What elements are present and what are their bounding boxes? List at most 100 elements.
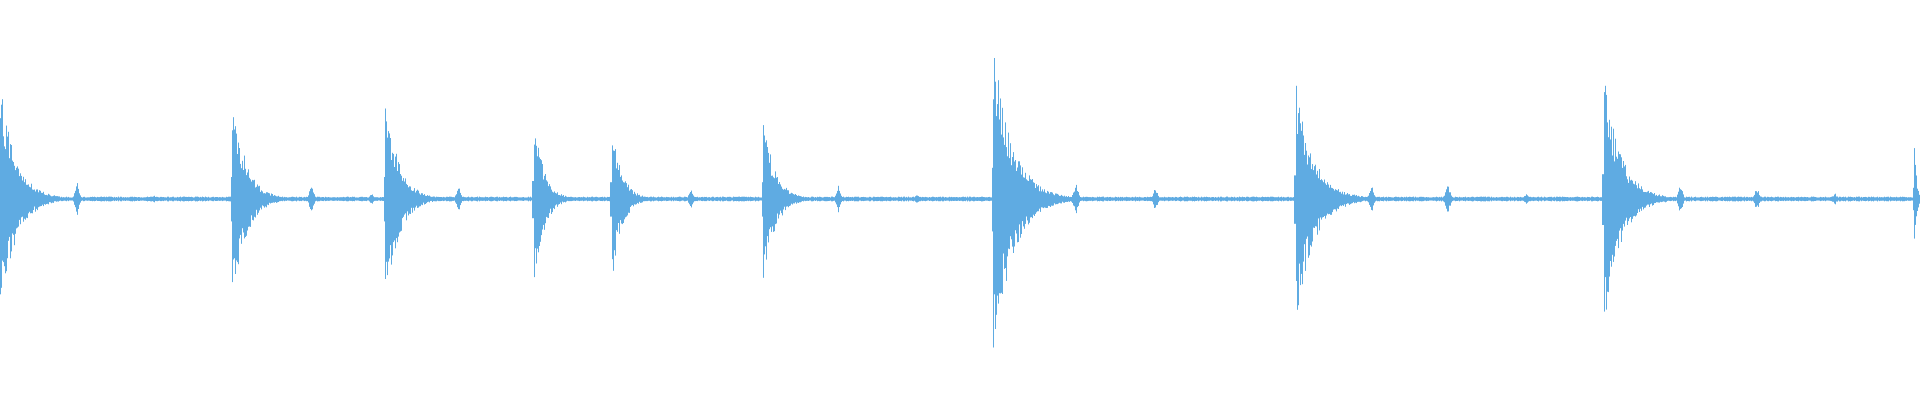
waveform-column [1261,197,1262,201]
waveform-column [1372,187,1373,211]
waveform-column [129,197,130,201]
waveform-column [654,197,655,201]
waveform-column [1055,193,1056,205]
waveform-column [126,197,127,201]
waveform-column [1094,197,1095,201]
waveform-column [1375,196,1376,202]
waveform-column [867,197,868,201]
waveform-column [591,196,592,202]
waveform-column [369,196,370,202]
waveform-column [1350,195,1351,205]
waveform-column [1813,196,1814,202]
waveform-column [670,197,671,201]
waveform-column [1180,196,1181,202]
waveform-column [270,195,271,204]
waveform-column [680,196,681,202]
waveform-column [590,197,591,201]
waveform-column [540,159,541,242]
waveform-column [313,192,314,206]
waveform-column [691,190,692,208]
waveform-column [1222,197,1223,201]
waveform-column [379,197,380,201]
waveform-column [1292,197,1293,201]
waveform-column [1404,196,1405,202]
waveform-column [440,197,441,202]
waveform-column [674,197,675,201]
waveform-column [72,197,73,201]
waveform-column [505,197,506,201]
waveform-column [491,196,492,202]
waveform-column [955,197,956,201]
waveform-column [1036,184,1037,213]
waveform-column [261,190,262,210]
waveform-column [202,196,203,202]
waveform-column [292,196,293,202]
waveform-column [1714,197,1715,201]
waveform-column [52,196,53,203]
waveform-column [935,197,936,201]
waveform-column [856,196,857,202]
waveform-column [597,197,598,201]
waveform-column [179,197,180,201]
waveform-column [1889,197,1890,201]
waveform-column [940,196,941,202]
waveform-column [563,195,564,203]
waveform-column [186,196,187,202]
waveform-column [210,197,211,201]
waveform-column [1185,196,1186,202]
waveform-column [910,197,911,201]
waveform-column [1638,183,1639,210]
waveform-column [915,196,916,202]
waveform-column [1914,148,1915,239]
waveform-column [1022,167,1023,222]
waveform-column [533,181,534,219]
waveform-column [1124,197,1125,201]
waveform-column [1545,197,1546,201]
waveform-column [1384,197,1385,201]
waveform-column [669,197,670,201]
waveform-column [951,196,952,202]
waveform-column [41,192,42,206]
waveform-column [864,197,865,201]
waveform-column [256,186,257,210]
waveform-column [550,186,551,209]
waveform-column [185,196,186,201]
waveform-column [1031,179,1032,218]
waveform-column [1671,197,1672,201]
waveform-column [1229,197,1230,201]
waveform-column [812,196,813,202]
waveform-column [1164,196,1165,202]
waveform-column [220,197,221,201]
waveform-column [1276,197,1277,201]
waveform-column [276,196,277,203]
waveform-column [939,196,940,202]
waveform-column [527,197,528,201]
waveform-column [1834,194,1835,204]
waveform-column [411,190,412,208]
waveform-column [1413,196,1414,202]
waveform-column [275,195,276,202]
waveform-column [1145,197,1146,201]
waveform-column [1025,172,1026,224]
waveform-column [1216,197,1217,201]
waveform-column [198,196,199,201]
waveform-column [855,196,856,202]
waveform-column [1662,195,1663,202]
waveform-column [1874,197,1875,201]
waveform-column [6,125,7,272]
waveform-column [9,158,10,237]
waveform-column [1728,197,1729,201]
waveform-column [665,197,666,201]
waveform-column [1469,197,1470,201]
waveform-column [530,196,531,202]
waveform-column [978,197,979,201]
waveform-column [666,196,667,202]
waveform-column [1032,179,1033,219]
waveform-column [301,196,302,202]
waveform-column [1684,197,1685,201]
waveform-column [1902,196,1903,202]
waveform-column [480,197,481,201]
waveform-column [1537,196,1538,201]
